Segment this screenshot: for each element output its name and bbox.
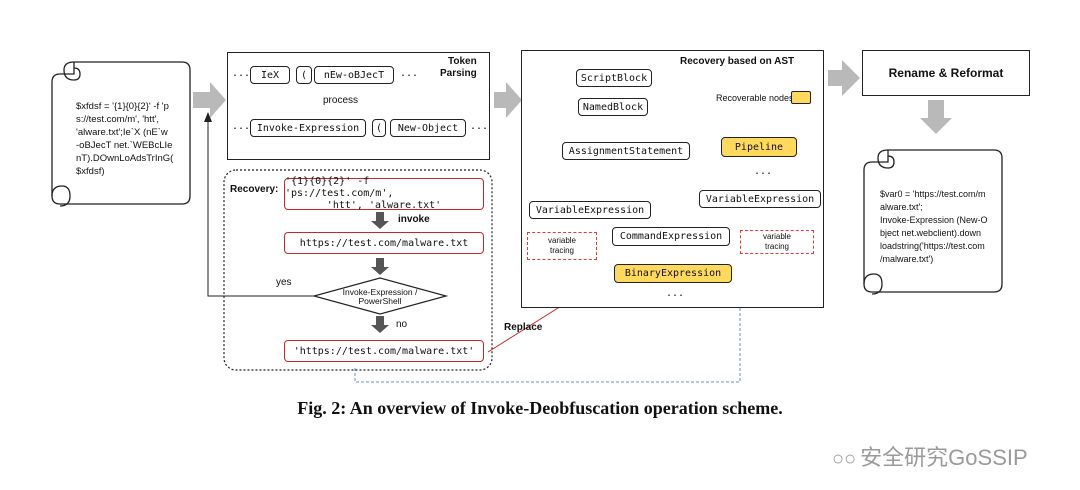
node-variable-expression-right: VariableExpression xyxy=(699,190,821,208)
token-parsing-title: Token Parsing xyxy=(440,56,477,80)
variable-tracing-right: variable tracing xyxy=(740,230,814,254)
left-scroll-shape xyxy=(51,61,191,207)
decision-label: Invoke-Expression / PowerShell xyxy=(330,288,430,306)
code-line: -oBJecT net.`WEBcLIe xyxy=(76,140,173,151)
watermark: ○○安全研究GoSSIP xyxy=(832,440,1028,472)
recovery-url: https://test.com/malware.txt xyxy=(284,232,484,254)
token-iex: IeX xyxy=(250,66,290,84)
tracing-line: variable xyxy=(762,232,791,241)
node-namedblock: NamedBlock xyxy=(578,98,648,116)
tracing-line: variable xyxy=(547,236,576,245)
code-line: $var0 = 'https://test.com/m xyxy=(880,189,986,199)
expr-line: 'htt', 'alware.txt' xyxy=(326,200,442,211)
invoke-label: invoke xyxy=(398,214,430,225)
wechat-icon: ○○ xyxy=(832,448,857,470)
code-line: $xfdsf = '{1}{0}{2}' -f 'p xyxy=(76,101,169,112)
ellipsis: ... xyxy=(470,121,489,132)
right-scroll-code: $var0 = 'https://test.com/m alware.txt';… xyxy=(880,188,1000,266)
ellipsis: ... xyxy=(666,288,685,299)
code-line: s://test.com/m', 'htt', xyxy=(76,114,160,125)
code-line: /malware.txt') xyxy=(880,254,934,264)
decision-diamond xyxy=(311,277,449,315)
node-variable-expression-left: VariableExpression xyxy=(529,201,651,219)
watermark-text: 安全研究GoSSIP xyxy=(860,445,1028,470)
code-line: nT).DOwnLoAdsTrInG( xyxy=(76,153,174,164)
code-line: bject net.webclient).down xyxy=(880,228,982,238)
title-line: Parsing xyxy=(440,68,477,79)
ellipsis: ... xyxy=(232,121,251,132)
code-line: alware.txt'; xyxy=(880,202,923,212)
code-line: 'alware.txt';Ie`X (nE`w xyxy=(76,127,168,138)
rename-reformat-box: Rename & Reformat xyxy=(862,50,1030,96)
replace-return-line xyxy=(354,280,741,383)
ellipsis: ... xyxy=(754,166,773,177)
ellipsis: ... xyxy=(400,68,419,79)
left-scroll-code: $xfdsf = '{1}{0}{2}' -f 'p s://test.com/… xyxy=(76,100,188,178)
recovery-expression: '{1}{0}{2}' -f 'ps://test.com/m', 'htt',… xyxy=(284,176,484,211)
replace-label: Replace xyxy=(504,322,543,333)
node-scriptblock: ScriptBlock xyxy=(576,69,652,87)
recovery-dotted-frame xyxy=(223,169,493,371)
yes-label: yes xyxy=(276,277,292,288)
right-scroll-shape xyxy=(863,149,1003,295)
legend-label: Recoverable nodes xyxy=(716,93,794,103)
code-line: loadstring('https://test.com xyxy=(880,241,985,251)
token-invoke-expression: Invoke-Expression xyxy=(250,119,366,137)
ast-title: Recovery based on AST xyxy=(680,56,795,67)
expr-line: '{1}{0}{2}' -f 'ps://test.com/m', xyxy=(285,176,394,199)
tracing-line: tracing xyxy=(764,242,789,251)
figure-caption: Fig. 2: An overview of Invoke-Deobfuscat… xyxy=(297,398,783,418)
token-paren: ( xyxy=(372,119,386,137)
no-label: no xyxy=(396,319,408,330)
variable-tracing-left: variable tracing xyxy=(527,232,597,260)
decision-line: Invoke-Expression / xyxy=(342,287,418,297)
node-command-expression: CommandExpression xyxy=(612,227,730,246)
legend-swatch xyxy=(791,91,811,104)
node-binary-expression: BinaryExpression xyxy=(614,264,732,283)
process-label: process xyxy=(323,95,359,106)
token-new-object-obf: nEw-oBJecT xyxy=(314,66,394,84)
code-line: Invoke-Expression (New-O xyxy=(880,215,988,225)
recovery-title: Recovery: xyxy=(230,184,279,195)
token-new-object: New-Object xyxy=(390,119,466,137)
node-pipeline: Pipeline xyxy=(721,137,797,157)
title-line: Token xyxy=(447,56,477,67)
code-line: $xfdsf) xyxy=(76,166,105,177)
tracing-line: tracing xyxy=(549,246,574,255)
token-paren: ( xyxy=(296,66,312,84)
node-assignment-statement: AssignmentStatement xyxy=(562,142,690,160)
recovery-result: 'https://test.com/malware.txt' xyxy=(284,340,484,362)
ellipsis: ... xyxy=(232,68,251,79)
decision-line: PowerShell xyxy=(358,296,402,306)
flow-arrows xyxy=(193,60,952,134)
yes-loop-line xyxy=(207,120,314,297)
